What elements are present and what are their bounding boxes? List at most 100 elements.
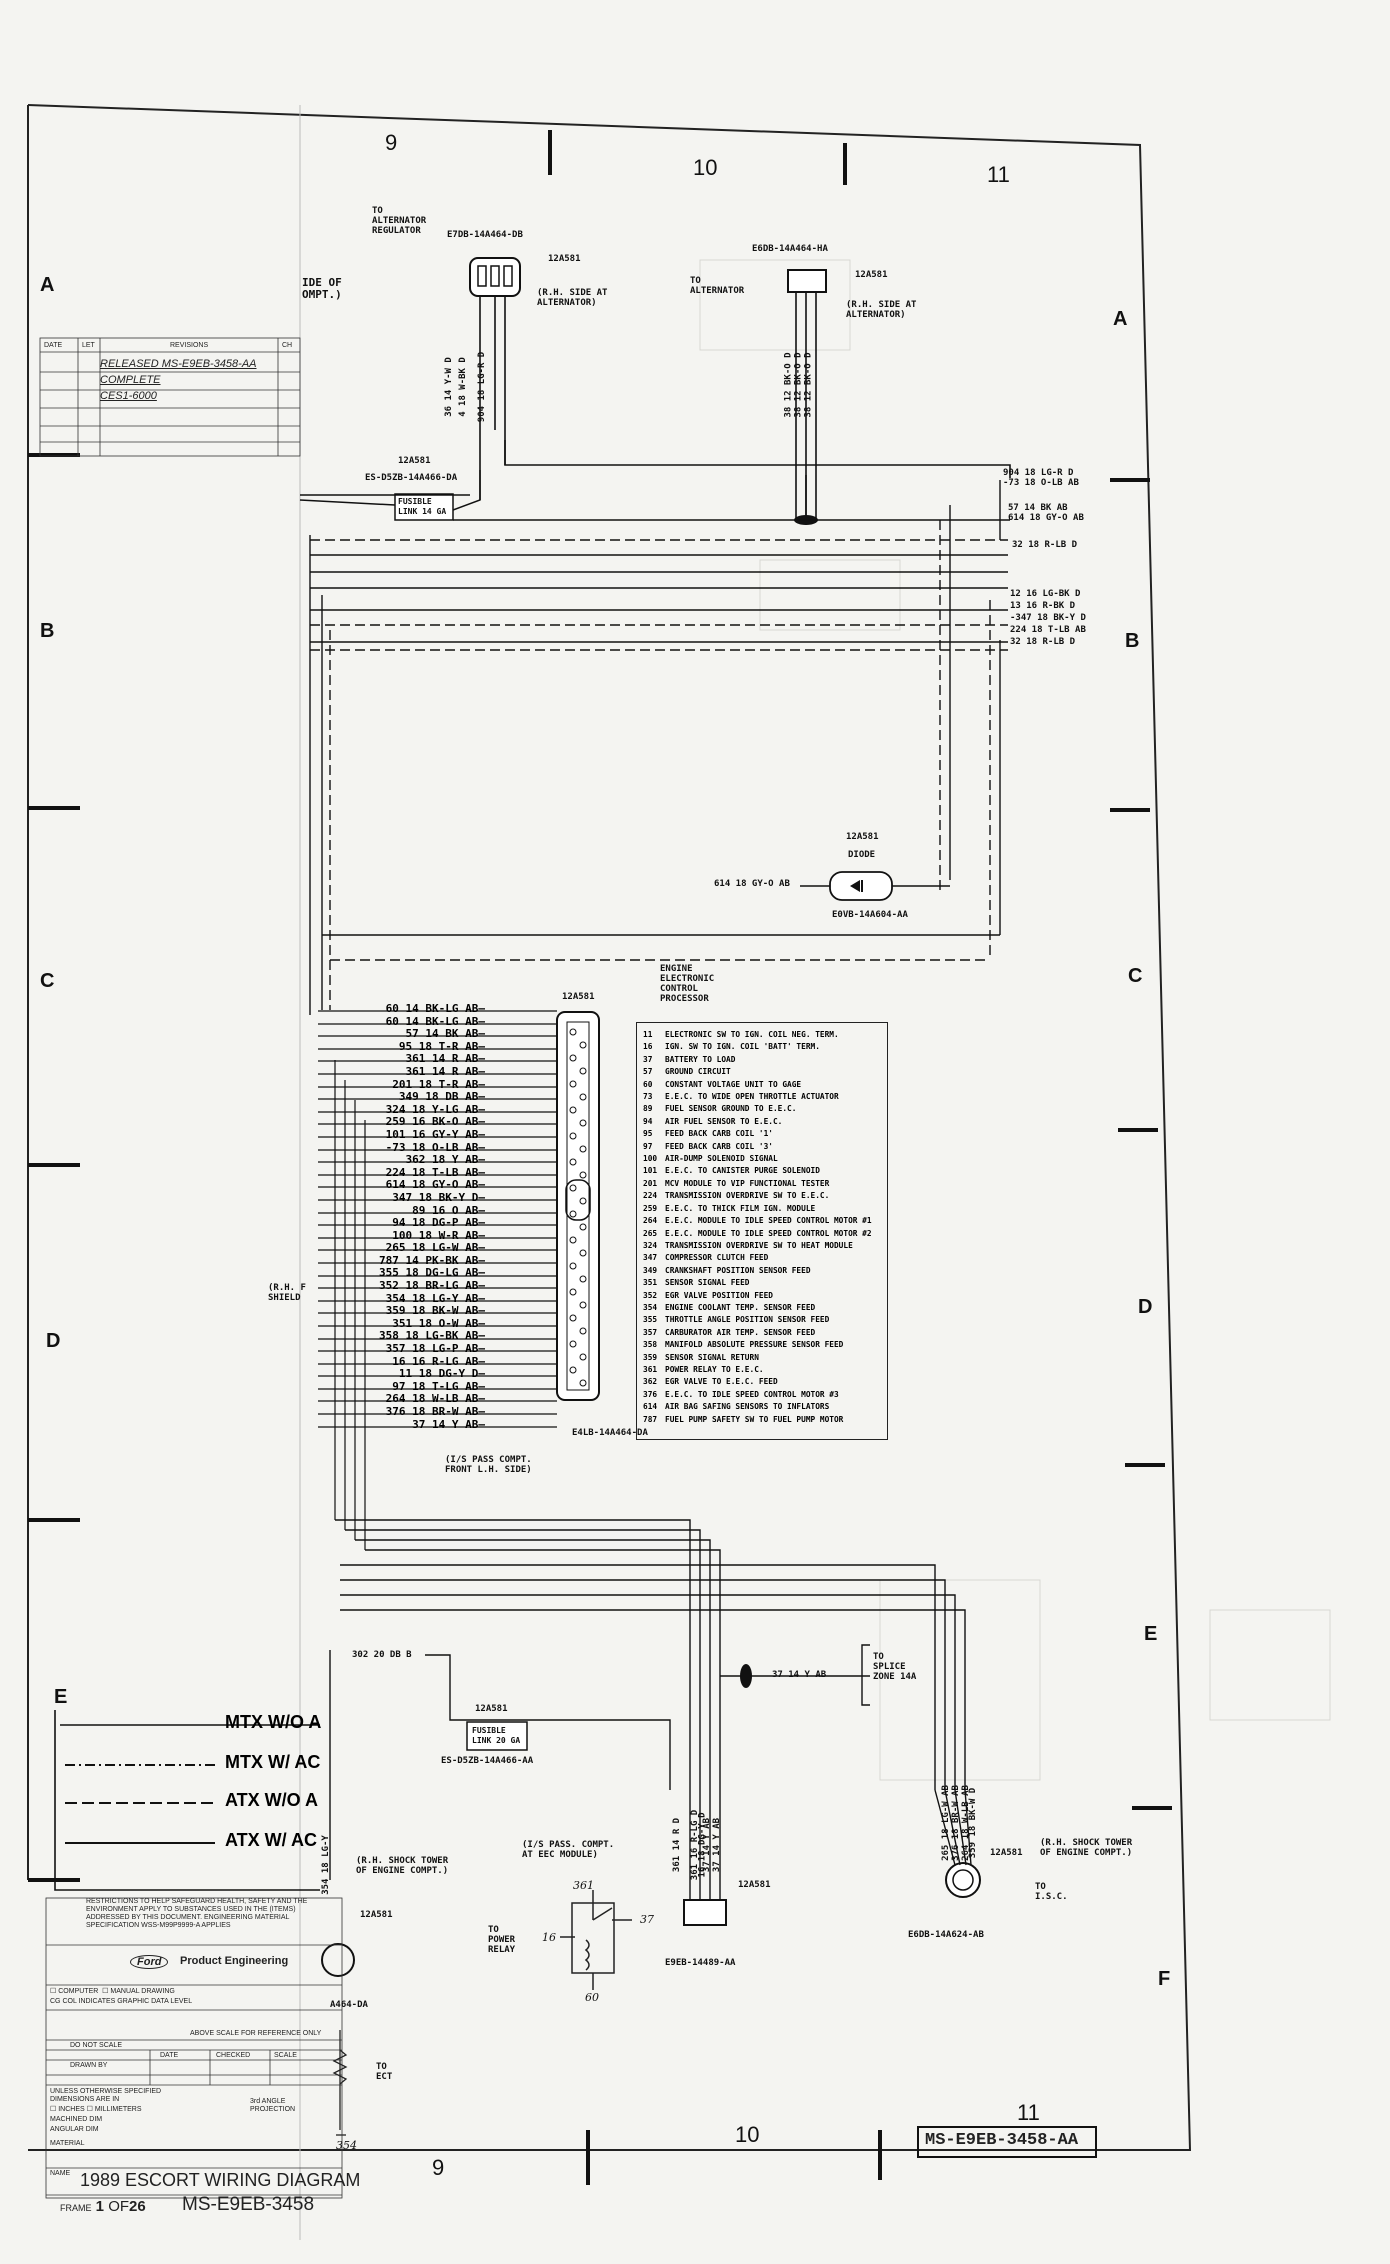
zone-letter-b-left: B xyxy=(40,620,55,642)
left-wire-label: 354 18 LG-Y xyxy=(320,1835,331,1895)
zone-letter-e-left: E xyxy=(54,1686,68,1708)
relay-location: (I/S PASS. COMPT.AT EEC MODULE) xyxy=(522,1840,615,1860)
hand-note-60: 60 xyxy=(585,1991,599,2004)
wire-label: -347 18 BK-Y D xyxy=(1010,613,1086,623)
eec-wire-label: 100 18 W-R AB— xyxy=(392,1228,485,1242)
legend-circuit-description: EGR VALVE TO E.E.C. FEED xyxy=(665,1377,778,1387)
hand-note-16: 16 xyxy=(542,1931,556,1944)
zone-letter-f-right: F xyxy=(1158,1968,1171,1990)
rev-header-let: LET xyxy=(82,342,95,349)
alt-regulator-label: TO ALTERNATOR REGULATOR xyxy=(372,206,427,236)
frame-number: FRAME 1 OF26 xyxy=(60,2198,146,2215)
legend-circuit-number: 361 xyxy=(643,1364,658,1374)
wire-label: 12 16 LG-BK D xyxy=(1010,589,1081,599)
legend-circuit-number: 94 xyxy=(643,1116,653,1126)
eec-wire-label: 357 18 LG-P AB— xyxy=(385,1342,485,1356)
eec-wire-label: 264 18 W-LB AB— xyxy=(385,1392,485,1406)
legend-mtx-wo-ac: MTX W/O A xyxy=(225,1712,322,1732)
alt-regulator-pin-labels: 36 14 Y-W D 4 18 W-BK D 904 18 LG-R D xyxy=(444,302,525,442)
legend-circuit-description: MANIFOLD ABSOLUTE PRESSURE SENSOR FEED xyxy=(665,1340,844,1350)
fusible-lower-part: ES-D5ZB-14A466-AA xyxy=(441,1756,534,1766)
eec-wire-label: 101 16 GY-Y AB— xyxy=(385,1127,485,1141)
zone-letter-d-right: D xyxy=(1138,1296,1153,1318)
legend-circuit-number: 265 xyxy=(643,1228,658,1238)
legend-mtx-w-ac: MTX W/ AC xyxy=(225,1752,321,1772)
name-label: NAME xyxy=(50,2170,71,2177)
legend-circuit-number: 259 xyxy=(643,1203,658,1213)
zone-letter-a-right: A xyxy=(1113,308,1128,330)
fusible-lower-harness: 12A581 xyxy=(475,1704,508,1714)
eec-wire-label: 201 18 T-R AB— xyxy=(392,1077,485,1091)
legend-circuit-number: 100 xyxy=(643,1154,658,1164)
ford-logo: Ford xyxy=(130,1955,169,1969)
eec-wire-label: 57 14 BK AB— xyxy=(405,1027,485,1041)
eec-wire-label: 358 18 LG-BK AB— xyxy=(379,1329,485,1343)
drawn-by: DRAWN BY xyxy=(70,2062,108,2069)
legend-atx-wo-ac: ATX W/O A xyxy=(225,1790,318,1810)
doc-number-box: MS-E9EB-3458-AA xyxy=(925,2131,1079,2150)
legend-circuit-description: AIR-DUMP SOLENOID SIGNAL xyxy=(665,1154,778,1164)
legend-circuit-description: CRANKSHAFT POSITION SENSOR FEED xyxy=(665,1265,811,1275)
legend-circuit-number: 352 xyxy=(643,1290,658,1300)
rev-entry-1: RELEASED MS-E9EB-3458-AA xyxy=(100,358,257,370)
legend-circuit-number: 16 xyxy=(643,1042,653,1052)
legend-circuit-description: SENSOR SIGNAL FEED xyxy=(665,1278,750,1288)
wire-label: 57 14 BK AB xyxy=(1008,503,1068,513)
wire-label: 904 18 LG-R D xyxy=(1003,468,1074,478)
rev-entry-2: COMPLETE xyxy=(100,374,161,386)
wire-label: 265 18 LG-W AB xyxy=(940,1785,951,1861)
computer-option: ☐ COMPUTER ☐ MANUAL DRAWING xyxy=(50,1988,175,1995)
legend-circuit-description: AIR BAG SAFING SENSORS TO INFLATORS xyxy=(665,1402,830,1412)
legend-circuit-number: 358 xyxy=(643,1340,658,1350)
legend-row: 201 MCV MODULE TO VIP FUNCTIONAL TESTER xyxy=(637,1178,887,1190)
drawing-title: 1989 ESCORT WIRING DIAGRAM xyxy=(80,2170,361,2190)
wire-label: 359 18 BK-W D xyxy=(968,1787,979,1859)
cg-col-note: CG COL INDICATES GRAPHIC DATA LEVEL xyxy=(50,1998,193,2005)
eec-wire-label: 347 18 BK-Y D— xyxy=(392,1190,485,1204)
wire-label: 361 14 R D xyxy=(672,1817,683,1873)
restrictions-note: RESTRICTIONS TO HELP SAFEGUARD HEALTH, S… xyxy=(86,1898,308,1929)
hand-note-37: 37 xyxy=(640,1913,654,1926)
legend-circuit-number: 201 xyxy=(643,1178,658,1188)
units-options: ☐ INCHES ☐ MILLIMETERS xyxy=(50,2106,142,2113)
legend-circuit-number: 324 xyxy=(643,1240,658,1250)
relay-part: E9EB-14489-AA xyxy=(665,1958,736,1968)
eec-wire-label: 94 18 DG-P AB— xyxy=(392,1216,485,1230)
legend-circuit-description: IGN. SW TO IGN. COIL 'BATT' TERM. xyxy=(665,1042,820,1052)
legend-row: 358 MANIFOLD ABSOLUTE PRESSURE SENSOR FEE… xyxy=(637,1339,887,1351)
legend-circuit-description: SENSOR SIGNAL RETURN xyxy=(665,1352,759,1362)
eec-wire-label: -73 18 O-LB AB— xyxy=(385,1140,485,1154)
product-engineering: Product Engineering xyxy=(180,1955,289,1967)
eec-wire-label: 361 14 R AB— xyxy=(405,1052,485,1066)
right-wire-labels-b: 12 16 LG-BK D 13 16 R-BK D -347 18 BK-Y … xyxy=(1010,588,1086,648)
legend-circuit-description: GROUND CIRCUIT xyxy=(665,1067,731,1077)
legend-circuit-description: CONSTANT VOLTAGE UNIT TO GAGE xyxy=(665,1079,802,1089)
legend-circuit-description: E.E.C. MODULE TO IDLE SPEED CONTROL MOTO… xyxy=(665,1216,872,1226)
eec-wire-label: 265 18 LG-W AB— xyxy=(385,1241,485,1255)
legend-circuit-number: 97 xyxy=(643,1141,653,1151)
eec-wire-label: 324 18 Y-LG AB— xyxy=(385,1102,485,1116)
legend-circuit-number: 11 xyxy=(643,1030,653,1039)
eec-wire-label: 362 18 Y AB— xyxy=(405,1153,485,1167)
eec-wire-label: 89 16 O AB— xyxy=(412,1203,485,1217)
zone-letter-c-right: C xyxy=(1128,965,1143,987)
legend-circuit-description: MCV MODULE TO VIP FUNCTIONAL TESTER xyxy=(665,1178,830,1188)
